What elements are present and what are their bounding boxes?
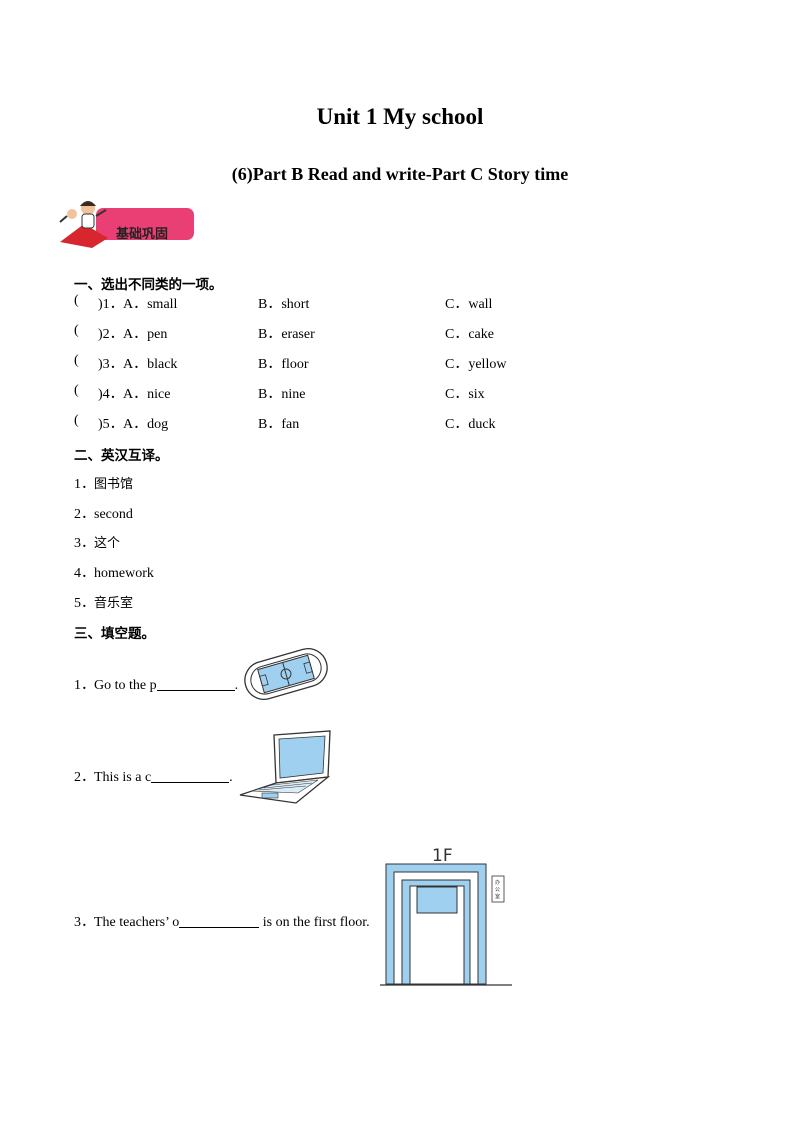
sentence-end: . (234, 678, 239, 693)
item-number: 2． (74, 770, 95, 785)
item-number: 3． (74, 536, 95, 551)
sentence-start: Go to the p (94, 678, 157, 693)
option-a: A．black (123, 357, 178, 372)
floor-sign: 1F (432, 846, 453, 866)
translation-item: 5．音乐室 (74, 592, 133, 612)
fill-blank-item: 1．Go to the p. (74, 674, 238, 694)
answer-blank[interactable] (151, 768, 230, 783)
question-number: )1． (98, 297, 124, 312)
answer-paren[interactable]: ( (74, 323, 79, 338)
sentence-end: is on the first floor. (259, 915, 370, 930)
fill-blank-item: 3．The teachers’ o is on the first floor. (74, 911, 370, 931)
badge-label: 基础巩固 (115, 226, 168, 242)
question-number: )4． (98, 387, 124, 402)
option-c: C．wall (445, 297, 493, 312)
item-text: second (94, 507, 133, 522)
page-subtitle: (6)Part B Read and write-Part C Story ti… (231, 164, 569, 184)
option-a: A．pen (123, 327, 168, 342)
option-c: C．six (445, 387, 485, 402)
item-text: 图书馆 (94, 477, 134, 492)
flying-carpet-icon (60, 224, 108, 248)
item-number: 5． (74, 596, 95, 611)
child-icon (67, 209, 77, 219)
translation-item: 2．second (74, 503, 133, 523)
section-2-heading: 二、英汉互译。 (74, 448, 169, 464)
answer-paren[interactable]: ( (74, 353, 79, 368)
option-b: B．fan (258, 417, 300, 432)
door-sign: 办公室 (495, 879, 500, 900)
option-c: C．duck (445, 417, 496, 432)
item-text: 音乐室 (94, 596, 134, 611)
option-c: C．cake (445, 327, 494, 342)
laptop-icon (234, 729, 334, 810)
question-number: )2． (98, 327, 124, 342)
option-a: A．nice (123, 387, 171, 402)
office-door-icon: 1F 办公室 (378, 842, 512, 993)
badge-background (96, 208, 194, 240)
translation-item: 1．图书馆 (74, 473, 133, 493)
section-1-heading: 一、选出不同类的一项。 (74, 277, 223, 293)
answer-blank[interactable] (156, 676, 235, 691)
question-number: )5． (98, 417, 124, 432)
translation-item: 3．这个 (74, 532, 120, 552)
item-number: 3． (74, 915, 95, 930)
answer-paren[interactable]: ( (74, 383, 79, 398)
item-text: homework (94, 566, 154, 581)
option-c: C．yellow (445, 357, 507, 372)
option-b: B．eraser (258, 327, 315, 342)
item-number: 1． (74, 678, 95, 693)
playground-icon (240, 643, 332, 710)
fill-blank-item: 2．This is a c. (74, 766, 233, 786)
option-b: B．floor (258, 357, 309, 372)
page-title: Unit 1 My school (316, 104, 484, 129)
option-b: B．nine (258, 387, 306, 402)
translation-item: 4．homework (74, 562, 154, 582)
option-a: A．dog (123, 417, 169, 432)
answer-paren[interactable]: ( (74, 293, 79, 308)
option-a: A．small (123, 297, 178, 312)
question-number: )3． (98, 357, 124, 372)
item-number: 4． (74, 566, 95, 581)
item-text: 这个 (94, 536, 121, 551)
answer-paren[interactable]: ( (74, 413, 79, 428)
section-badge: 基础巩固 (58, 196, 198, 252)
sentence-start: The teachers’ o (94, 915, 180, 930)
sentence-start: This is a c (94, 770, 152, 785)
item-number: 1． (74, 477, 95, 492)
option-b: B．short (258, 297, 310, 312)
item-number: 2． (74, 507, 95, 522)
sentence-end: . (229, 770, 233, 785)
section-3-heading: 三、填空题。 (74, 626, 155, 642)
answer-blank[interactable] (179, 913, 260, 928)
